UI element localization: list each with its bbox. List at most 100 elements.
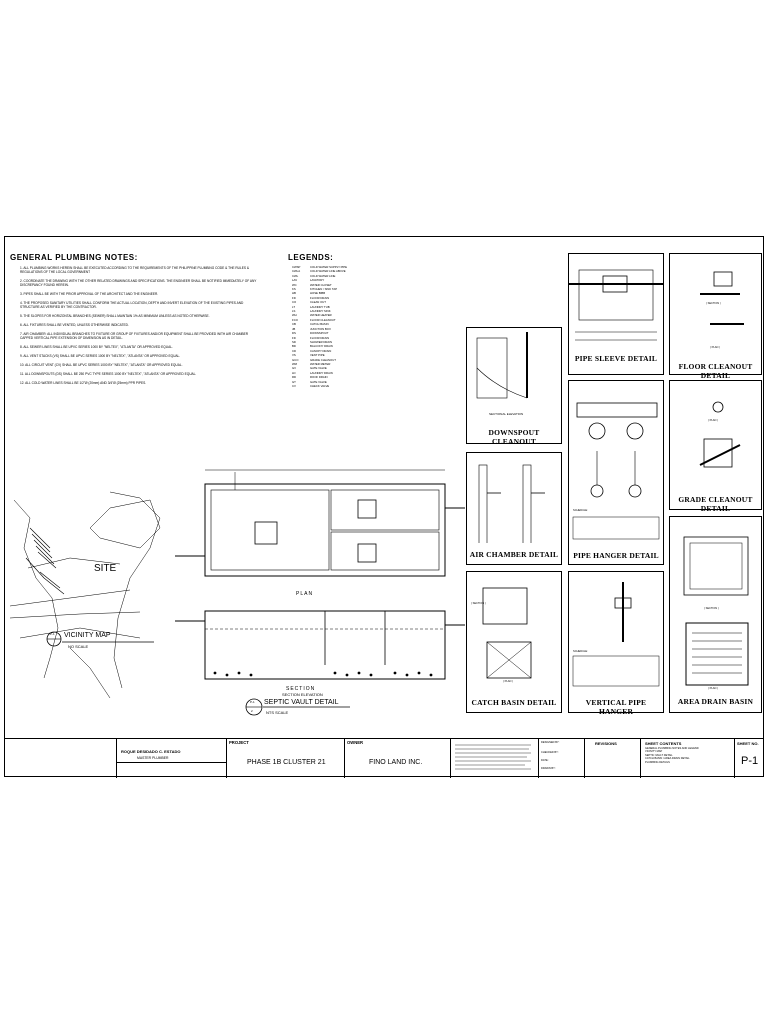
tb-revisions: REVISIONS (584, 739, 640, 778)
legend-desc: WATER METER (310, 361, 331, 366)
downspout-sub: SECTIONAL ELEVATION (489, 412, 524, 416)
legend-desc: LAUNDRY DRAIN (310, 370, 333, 375)
legend-code: RD (292, 375, 297, 380)
air-chamber-title: AIR CHAMBER DETAIL (469, 550, 559, 559)
tb-sheet-no: SHEET NO. P-1 (734, 739, 764, 778)
legend-code: LAV (292, 278, 298, 283)
legend-desc: VENT PIPE (310, 353, 325, 358)
area-drain-panel: ( SECTION ) ( PLAN ) AREA DRAIN BASIN (669, 516, 762, 713)
legend-code: FCO (292, 317, 298, 322)
note-item: 4. THE PROPOSED SANITARY UTILITIES SHALL… (20, 301, 244, 309)
legend-desc: COLD WATER LINE ABOVE (310, 269, 346, 274)
legend-code: FD (292, 295, 296, 300)
legend-desc: FLOOR DRAIN (310, 295, 330, 300)
note-item: 8. ALL SEWER LINES SHALL BE UPVC SERIES … (20, 345, 173, 349)
legend-code: KS (292, 287, 296, 292)
plumber-name: ROQUE DESIDADO C. ESTADO (121, 749, 181, 754)
drawn-label: DRAWN BY: (541, 767, 556, 770)
legend-code: GCO (292, 357, 299, 362)
title-block: ROQUE DESIDADO C. ESTADO MASTER PLUMBER … (4, 738, 764, 778)
vertical-pipe-schedule: SCHEDULE: (573, 650, 588, 653)
septic-plan-drawing (175, 469, 465, 577)
legend-code: GV (292, 366, 297, 371)
legend-code: WM (292, 361, 297, 366)
legend-code: CWL (292, 273, 299, 278)
note-item: 9. ALL VENT STACKS (VS) SHALL BE UPVC SE… (20, 354, 181, 358)
legend-desc: SHOWER DRAIN (310, 339, 333, 344)
legend-desc: WATER CLOSET (310, 282, 332, 287)
pipe-hanger-panel: SCHEDULE: PIPE HANGER DETAIL (568, 380, 664, 565)
note-item: 2. COORDINATE THE DRAWING WITH THE OTHER… (20, 279, 257, 287)
legend-code: CB (292, 322, 296, 327)
septic-scale: NTS SCALE (266, 710, 289, 715)
sheet-content-item: CATCH BASIN / AREA DRAIN DETAIL (645, 757, 690, 761)
legend-code: CWSP (292, 265, 301, 269)
drawing-sheet (4, 236, 764, 777)
tb-project: PROJECT PHASE 1B CLUSTER 21 (226, 739, 344, 778)
legend-code: DS (292, 331, 296, 336)
vertical-pipe-panel: SCHEDULE: VERTICAL PIPE HANGER (568, 571, 664, 716)
catch-basin-section-tag: ( SECTION ) (471, 602, 486, 605)
legend-code: GT (292, 379, 296, 384)
legend-row: GCO GRADE CLEANOUT (292, 358, 347, 362)
legend-desc: CLEAN OUT (310, 300, 327, 305)
legend-code: CV (292, 383, 296, 388)
legends-title: LEGENDS: (288, 253, 334, 262)
grade-cleanout-panel: ( PLAN ) GRADE CLEANOUT DETAIL (669, 380, 762, 513)
legend-code: LT (292, 304, 296, 309)
legend-row: WM WATER METER (292, 362, 347, 366)
septic-title: SEPTIC VAULT DETAIL (264, 699, 339, 706)
floor-cleanout-title: FLOOR CLEANOUT DETAIL (678, 362, 753, 380)
area-drain-title: AREA DRAIN BASIN (677, 697, 754, 706)
section-sub: SECTION ELEVATION (282, 692, 323, 697)
floor-cleanout-panel: ( SECTION ) ( PLAN ) FLOOR CLEANOUT DETA… (669, 253, 762, 380)
legend-desc: WATER HEATER (310, 313, 332, 318)
note-item: 11. ALL DOWNSPOUTS (DS) SHALL BE 250 PVC… (20, 372, 197, 376)
date-label: DATE: (541, 759, 549, 762)
note-item: 1. ALL PLUMBING WORKS HEREIN SHALL BE EX… (20, 266, 250, 274)
legend-desc: LAUNDRY SINK (310, 309, 331, 314)
catch-basin-plan-tag: ( PLAN ) (503, 680, 513, 683)
checked-label: CHECKED BY: (541, 751, 559, 754)
legend-desc: KITCHEN / SINK TAP (310, 287, 338, 292)
vicinity-title: VICINITY MAP (64, 632, 111, 639)
sheet-no: P-1 (741, 755, 759, 767)
legend-row: FD FLOOR DRAIN (292, 296, 347, 300)
sheet-content-item: VICINITY MAP (645, 750, 663, 754)
note-item: 7. AIR CHAMBER: ALL INDIVIDUAL BRANCHES … (20, 332, 249, 340)
sheet-content-item: PLUMBING DETAILS (645, 760, 670, 764)
area-drain-section-tag: ( SECTION ) (704, 607, 719, 610)
vicinity-ref: P-1 (50, 632, 55, 636)
legend-desc: LAUNDRY TUB (310, 304, 330, 309)
sheet-contents-label: SHEET CONTENTS (645, 741, 682, 746)
legend-code: VS (292, 353, 296, 358)
legend-desc: GRADE CLEANOUT (310, 357, 336, 362)
tb-blank (4, 739, 116, 778)
legend-code: JB (292, 326, 296, 331)
tb-notes (450, 739, 538, 778)
project-label: PROJECT (229, 740, 249, 745)
air-chamber-panel: AIR CHAMBER DETAIL (466, 452, 562, 565)
catch-basin-panel: ( SECTION ) ( PLAN ) CATCH BASIN DETAIL (466, 571, 562, 713)
revisions-label: REVISIONS (595, 741, 617, 746)
plumber-role: MASTER PLUMBER (137, 756, 169, 760)
